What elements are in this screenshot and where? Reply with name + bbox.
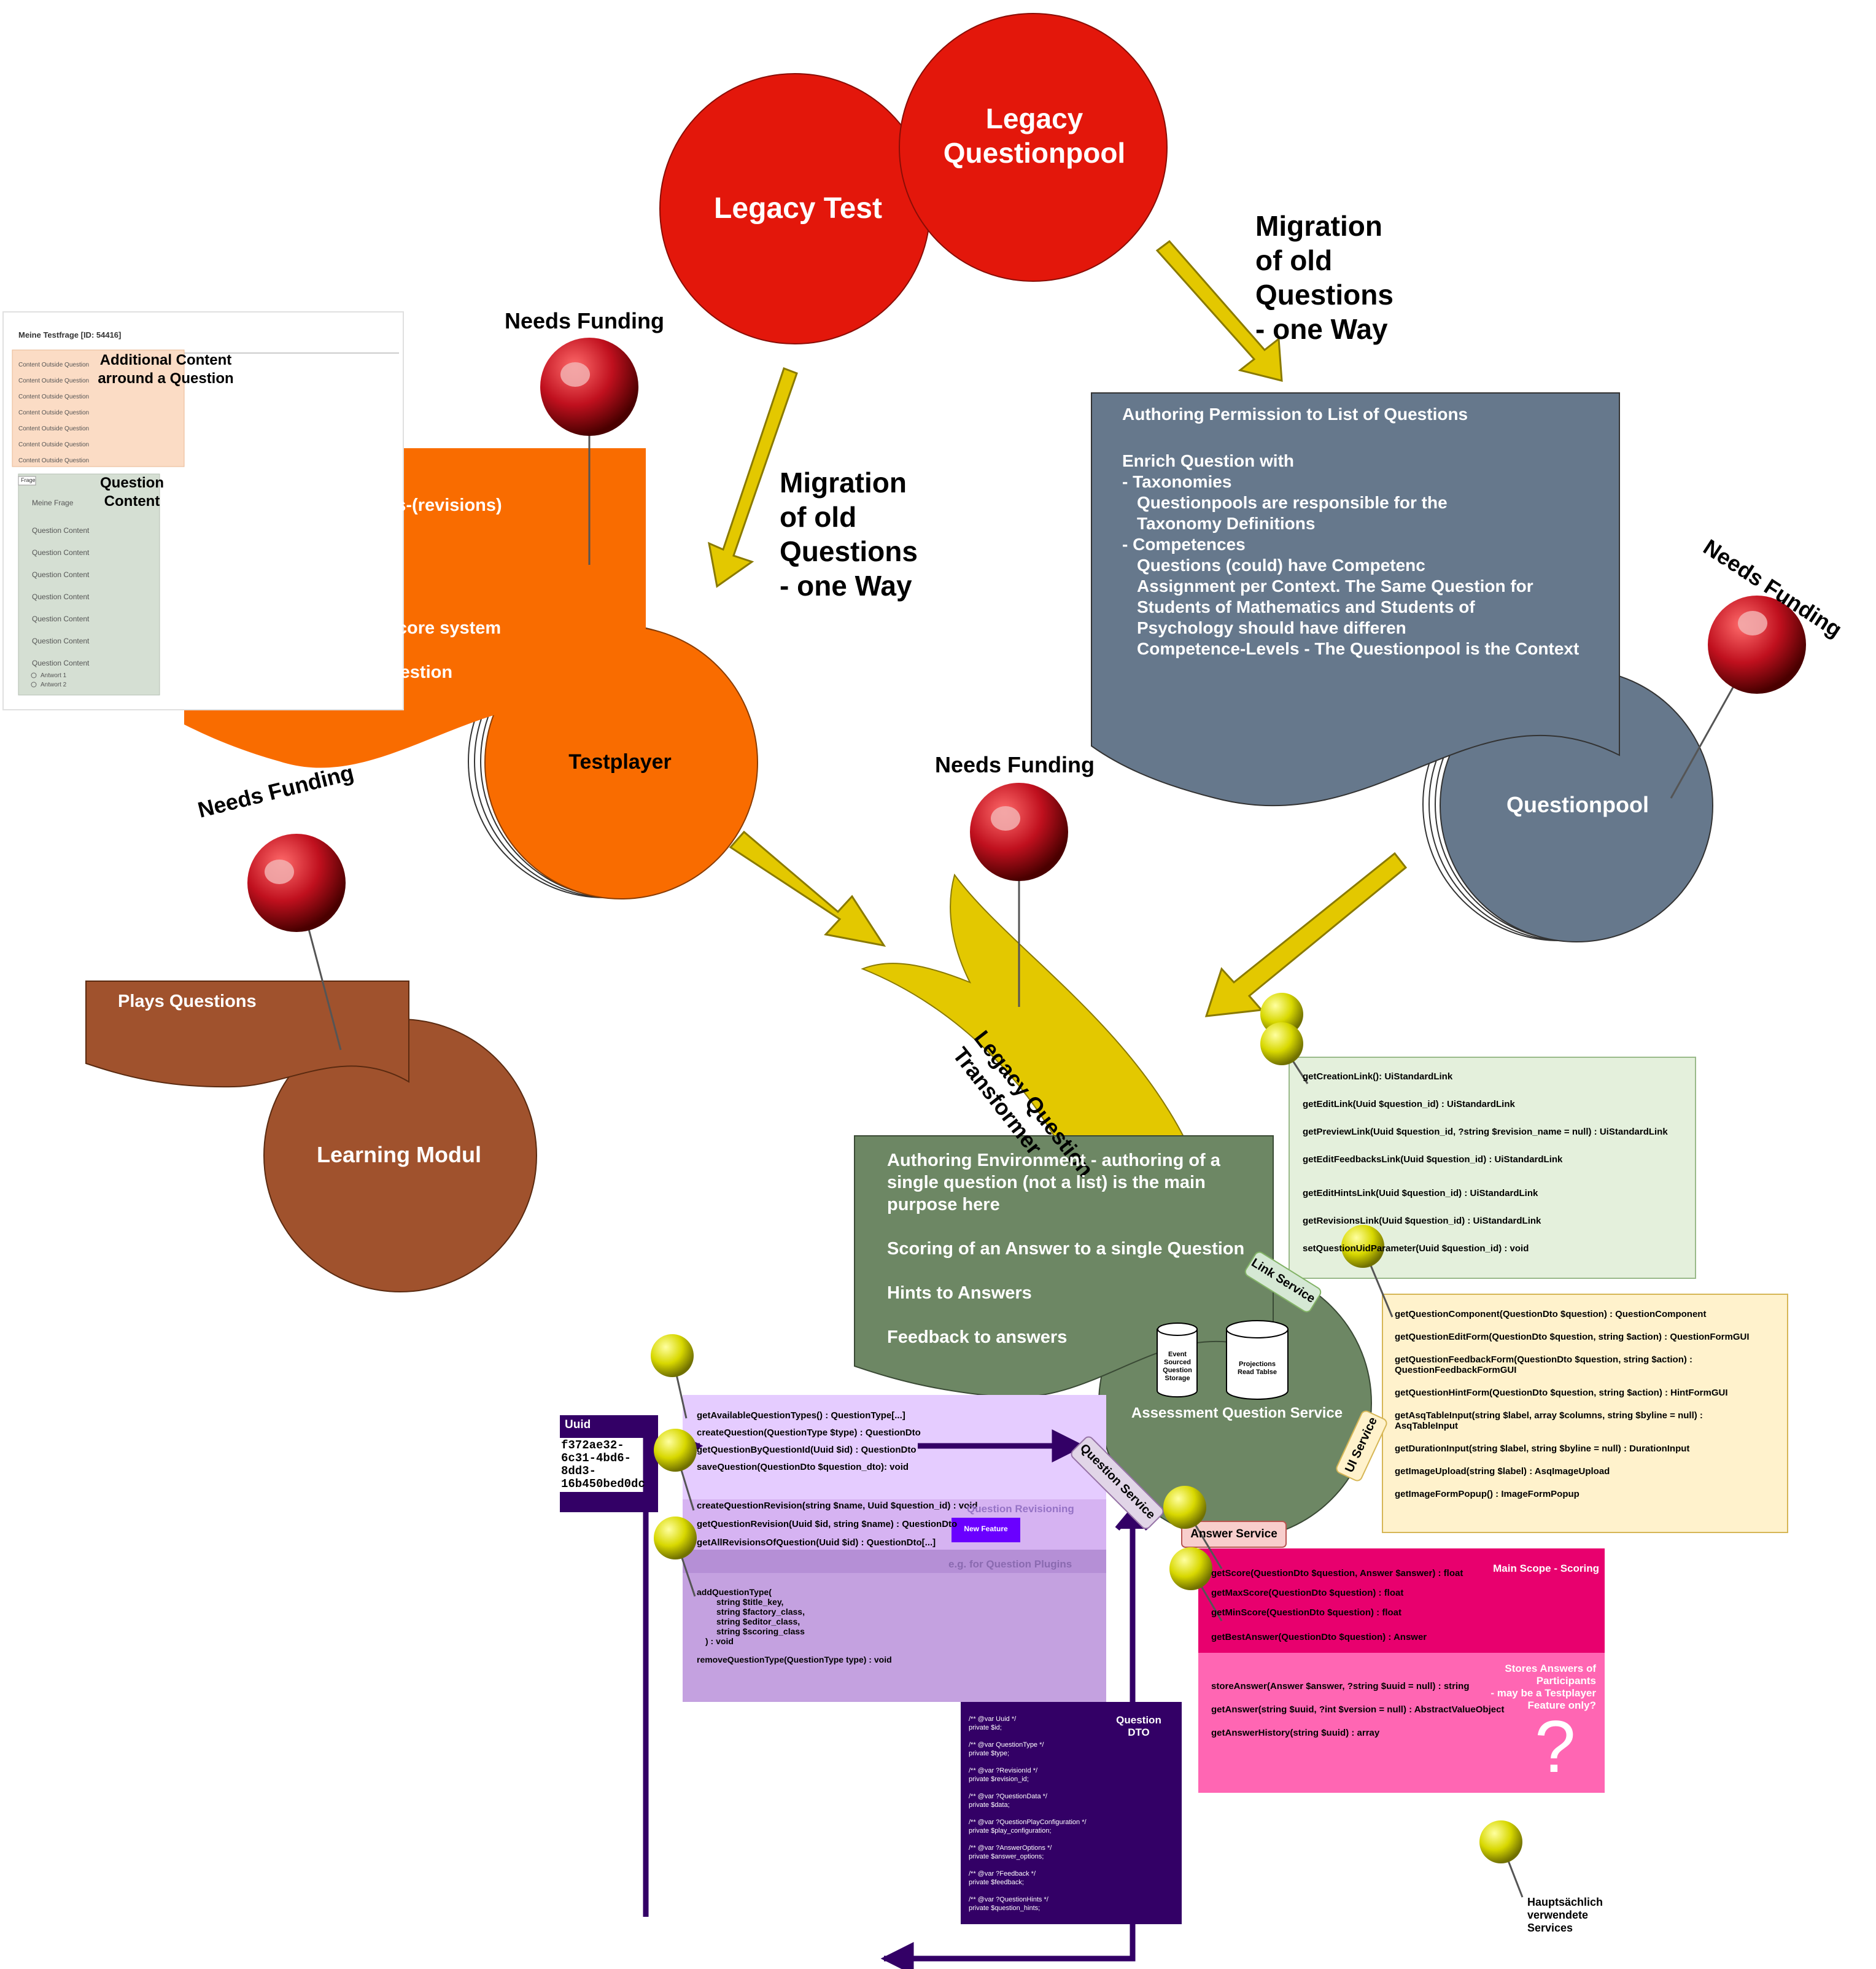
assessment-text: Authoring Environment - authoring of a s… xyxy=(887,1151,1245,1347)
answer-storage-list: storeAnswer(Answer $answer, ?string $uui… xyxy=(1211,1681,1505,1738)
revisioning-title: Question Revisioning xyxy=(967,1503,1074,1515)
screenshot-content-list: Question Content Question Content Questi… xyxy=(32,526,90,667)
question-service-group-2: createQuestionRevision(string $name, Uui… xyxy=(697,1501,978,1548)
question-service-box-2 xyxy=(683,1499,1106,1550)
yellow-pin-question-1 xyxy=(651,1334,694,1419)
ui-service-list: getQuestionComponent(QuestionDto $questi… xyxy=(1395,1309,1750,1499)
legend-label: Hauptsächlich verwendete Services xyxy=(1527,1896,1603,1934)
answer-scoring-title: Main Scope - Scoring xyxy=(1493,1563,1599,1574)
learning-modul-title: Learning Modul xyxy=(317,1142,481,1167)
red-pin-transformer xyxy=(970,783,1068,1007)
questionpool-shape xyxy=(1091,392,1713,942)
answer-scoring-box xyxy=(1198,1548,1605,1653)
screenshot-answers: Antwort 1 Antwort 2 xyxy=(41,672,67,688)
question-service-box-3 xyxy=(683,1550,1106,1702)
answer-service-tag xyxy=(1181,1521,1287,1548)
new-feature-badge xyxy=(952,1518,1020,1542)
needs-funding-testplayer: Needs Funding xyxy=(505,308,664,333)
assessment-title: Assessment Question Service xyxy=(1131,1405,1343,1421)
projections-db xyxy=(1226,1320,1289,1400)
answer-scoring-list: getScore(QuestionDto $question, Answer $… xyxy=(1211,1568,1463,1642)
answer-service-tag-label: Answer Service xyxy=(1190,1528,1277,1540)
legacy-questionpool-label: Legacy Questionpool xyxy=(943,103,1126,169)
migration-arrow-right xyxy=(1155,239,1283,382)
question-service-tag xyxy=(1071,1436,1164,1529)
uuid-value: f372ae32- 6c31-4bd6- 8dd3- 16b450bed0dc xyxy=(561,1439,645,1491)
learning-modul-item: Plays Questions xyxy=(118,992,257,1011)
question-mark: ? xyxy=(1535,1706,1576,1788)
migration-arrow-left xyxy=(708,367,798,588)
yellow-pin-answer-1 xyxy=(1163,1486,1223,1569)
dto-box xyxy=(961,1702,1182,1924)
dto-return-line xyxy=(880,1517,1136,1969)
screenshot-outside-list: Content Outside Question Content Outside… xyxy=(18,362,90,464)
migration-label-right: Migration of old Questions - one Way xyxy=(1255,210,1393,345)
db1-label: Event Sourced Question Storage xyxy=(1163,1351,1192,1382)
testplayer-arrow xyxy=(729,830,886,947)
uuid-value-box xyxy=(560,1438,645,1492)
dto-fields: /** @var Uuid */ private $id; /** @var Q… xyxy=(969,1715,1087,1912)
yellow-pin-legend xyxy=(1479,1820,1524,1898)
dto-title: Question DTO xyxy=(1116,1714,1161,1738)
screenshot-tab: Frage xyxy=(21,477,36,483)
yellow-pin-question-2 xyxy=(654,1429,697,1511)
new-feature-label: New Feature xyxy=(964,1524,1008,1533)
yellow-pin-link-1 xyxy=(1260,993,1303,1036)
question-content-label: Question Content xyxy=(99,475,164,510)
questionpool-title: Questionpool xyxy=(1506,792,1649,817)
needs-funding-transformer: Needs Funding xyxy=(935,752,1095,777)
yellow-pin-question-3 xyxy=(654,1517,697,1597)
embedded-screenshot xyxy=(2,311,404,710)
question-service-group-1: getAvailableQuestionTypes() : QuestionTy… xyxy=(697,1410,921,1472)
link-service-list: getCreationLink(): UiStandardLink getEdi… xyxy=(1303,1071,1668,1254)
yellow-pin-answer-2 xyxy=(1169,1547,1223,1621)
link-service-tag xyxy=(1244,1251,1322,1313)
transformer-shape xyxy=(861,873,1186,1189)
uuid-title: Uuid xyxy=(565,1418,591,1431)
legacy-test-label: Legacy Test xyxy=(714,192,882,225)
red-pin-testplayer xyxy=(540,338,638,565)
ui-service-tag xyxy=(1336,1410,1387,1482)
ui-service-box xyxy=(1382,1294,1788,1533)
learning-modul-shape xyxy=(85,981,537,1292)
red-pin-learning-modul xyxy=(247,834,346,1051)
additional-content-label: Additional Content arround a Question xyxy=(98,352,234,387)
db2-label: Projections Read Tablse xyxy=(1238,1361,1277,1376)
testplayer-list: Settings for Testruns Selection of quest… xyxy=(216,465,502,682)
plugins-header-bar xyxy=(683,1550,1106,1573)
screenshot-question-title: Meine Frage xyxy=(32,499,74,507)
testplayer-title: Testplayer xyxy=(568,750,672,774)
questionpool-arrow xyxy=(1204,852,1408,1017)
yellow-pin-ui xyxy=(1341,1225,1393,1318)
question-service-group-3: addQuestionType( string $title_key, stri… xyxy=(697,1587,892,1664)
questionpool-text: Authoring Permission to List of Question… xyxy=(1122,405,1579,658)
screenshot-title: Meine Testfrage [ID: 54416] xyxy=(18,330,122,340)
red-pin-questionpool xyxy=(1670,596,1806,799)
plugins-title: e.g. for Question Plugins xyxy=(948,1558,1072,1570)
migration-label-left: Migration of old Questions - one Way xyxy=(780,467,918,602)
answer-storage-title: Stores Answers of Participants - may be … xyxy=(1490,1663,1596,1711)
answer-storage-box xyxy=(1198,1653,1605,1793)
legacy-questionpool-circle xyxy=(899,13,1168,282)
yellow-pin-link-2 xyxy=(1260,1022,1309,1084)
event-storage-db xyxy=(1157,1322,1198,1398)
